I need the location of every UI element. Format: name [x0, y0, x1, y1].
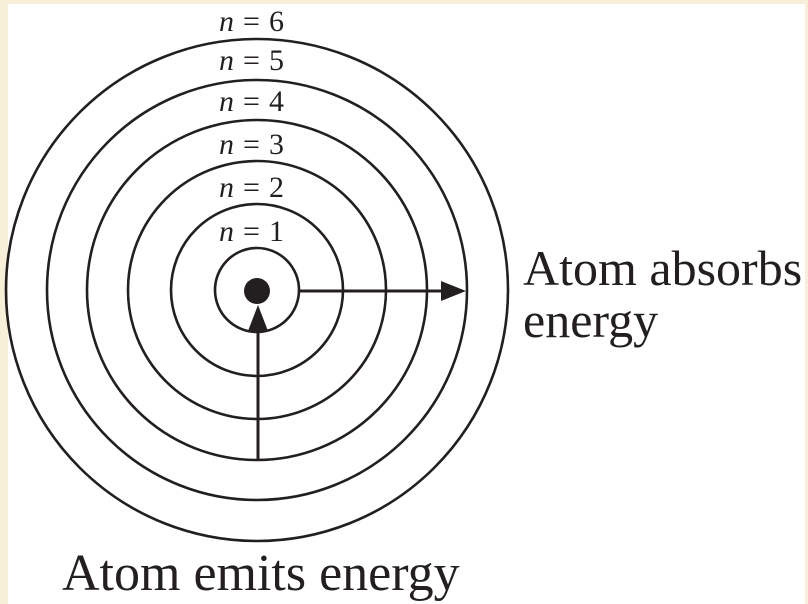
emit-energy-label: Atom emits energy [62, 545, 460, 602]
emission-arrowhead-icon [248, 305, 268, 331]
orbit-label-n5: n=5 [219, 44, 285, 77]
orbit-label-n6: n=6 [219, 5, 285, 38]
orbit-label-n1: n=1 [219, 215, 285, 248]
orbit-label-n3: n=3 [219, 128, 285, 161]
emission-arrow [248, 305, 268, 459]
orbit-label-n2: n=2 [219, 171, 285, 204]
orbit-label-n4: n=4 [219, 85, 285, 118]
orbit-circle-n5 [45, 78, 469, 502]
absorb-energy-label-line2: energy [523, 292, 658, 348]
orbit-circle-n6 [4, 37, 510, 543]
orbit-labels: n=6 n=5 n=4 n=3 n=2 n=1 [219, 5, 285, 248]
absorption-arrowhead-icon [441, 281, 466, 301]
absorb-energy-label-line1: Atom absorbs [523, 240, 802, 296]
annotations: Atom absorbs energy Atom emits energy [62, 240, 802, 602]
absorption-arrow [300, 281, 466, 301]
figure-background [8, 4, 805, 604]
nucleus-dot-icon [244, 278, 270, 304]
